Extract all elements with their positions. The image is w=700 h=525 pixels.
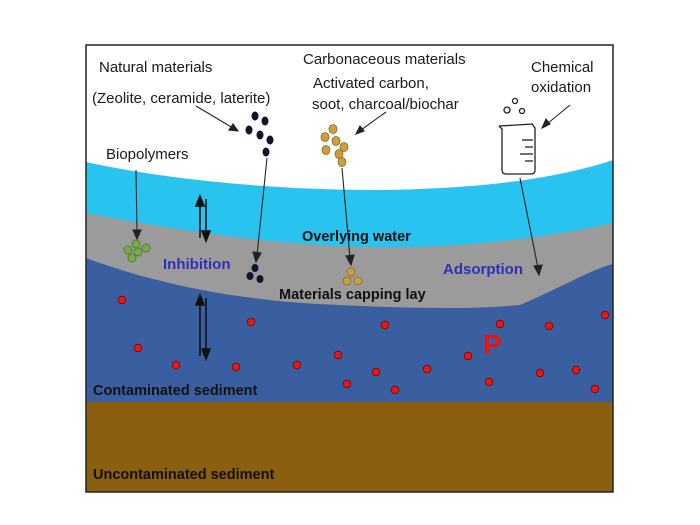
exchange-arrows-icon bbox=[194, 193, 212, 362]
arrow-oxidation bbox=[519, 177, 539, 269]
capping-layer-label: Materials capping lay bbox=[279, 287, 426, 303]
beaker-icon bbox=[498, 97, 536, 175]
carbon-particles-in-cap bbox=[342, 267, 363, 286]
carbon-particles bbox=[320, 124, 349, 167]
natural-materials-label: Natural materials bbox=[99, 59, 213, 76]
natural-examples-label: (Zeolite, ceramide, laterite) bbox=[92, 90, 271, 107]
natural-particles bbox=[245, 111, 274, 157]
overlying-water-label: Overlying water bbox=[302, 229, 411, 245]
natural-particles-in-cap bbox=[246, 264, 264, 283]
inhibition-label: Inhibition bbox=[163, 256, 231, 273]
diagram-frame-border bbox=[85, 44, 614, 493]
uncontaminated-sediment-label: Uncontaminated sediment bbox=[93, 467, 275, 483]
arrow-natural-label bbox=[195, 105, 234, 129]
arrow-biopolymers bbox=[135, 169, 138, 233]
pointer-arrows bbox=[132, 104, 571, 277]
biopolymers-label: Biopolymers bbox=[106, 146, 189, 163]
adsorption-label: Adsorption bbox=[443, 261, 523, 278]
overlying-water-layer bbox=[86, 160, 613, 248]
chemical-label-line2: oxidation bbox=[531, 79, 592, 96]
carbon-examples-line1: Activated carbon, bbox=[313, 75, 429, 92]
carbonaceous-materials-label: Carbonaceous materials bbox=[303, 51, 466, 68]
chemical-label-line1: Chemical bbox=[531, 59, 594, 76]
arrow-natural-particles bbox=[256, 157, 268, 256]
biopolymer-particles bbox=[123, 239, 151, 263]
phosphorus-label: P bbox=[483, 329, 502, 360]
arrow-carbon-particles bbox=[341, 167, 351, 259]
uncontaminated-sediment-layer bbox=[86, 402, 613, 492]
phosphorus-dots bbox=[117, 295, 610, 395]
carbon-examples-line2: soot, charcoal/biochar bbox=[312, 96, 459, 113]
contaminated-sediment-label: Contaminated sediment bbox=[93, 383, 258, 399]
arrow-carbon-label bbox=[360, 111, 387, 131]
arrow-chemical-label bbox=[546, 104, 571, 125]
